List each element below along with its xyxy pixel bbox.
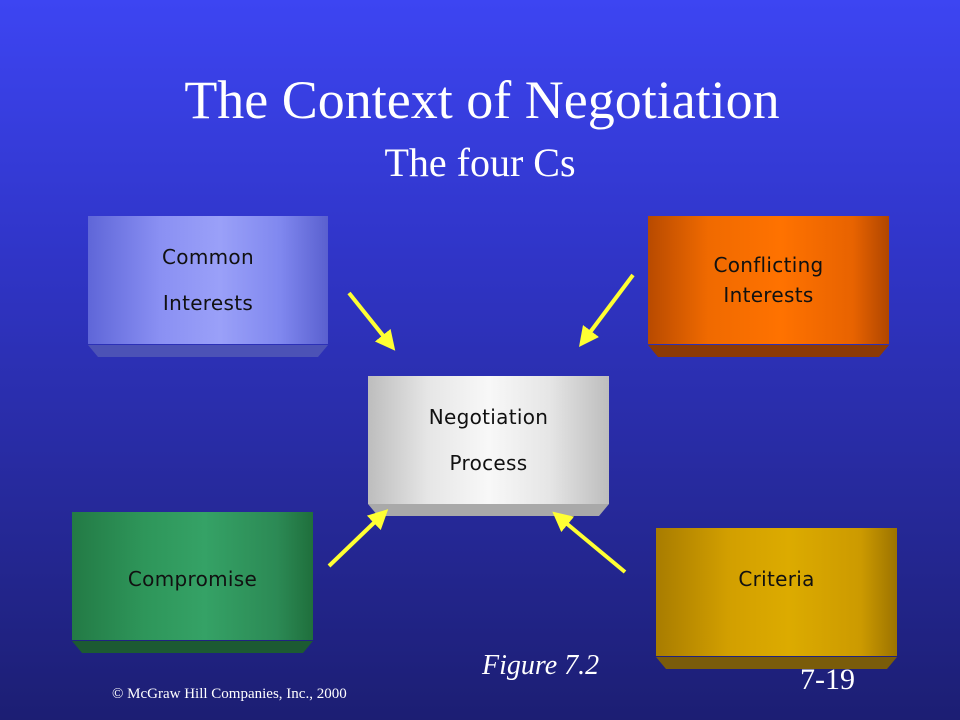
negotiation-process-box: Negotiation Process — [368, 376, 609, 516]
compromise-label: Compromise — [127, 567, 258, 591]
box-bevel — [72, 641, 313, 653]
common-interests-line-2: Interests — [162, 291, 254, 315]
conflicting-interests-line-1: Conflicting — [713, 253, 824, 277]
criteria-label: Criteria — [738, 567, 815, 591]
box-bevel — [656, 657, 897, 669]
slide-title: The Context of Negotiation — [184, 70, 780, 130]
arrow-conflicting-to-negotiation — [579, 273, 635, 347]
arrow-compromise-to-negotiation — [327, 509, 389, 568]
compromise-box: Compromise — [72, 512, 313, 653]
slide-subtitle: The four Cs — [384, 140, 576, 185]
page-number: 7-19 — [800, 663, 855, 696]
conflicting-interests-box: Conflicting Interests — [648, 216, 889, 357]
box-bevel — [368, 504, 609, 516]
conflicting-interests-line-2: Interests — [723, 283, 814, 307]
common-interests-line-1: Common — [162, 245, 254, 269]
box-bevel — [88, 345, 328, 357]
figure-label: Figure 7.2 — [482, 650, 600, 681]
arrow-common-to-negotiation — [347, 291, 396, 351]
arrow-criteria-to-negotiation — [552, 511, 627, 574]
criteria-box: Criteria — [656, 528, 897, 669]
negotiation-process-line-1: Negotiation — [428, 405, 549, 429]
negotiation-process-line-2: Process — [449, 451, 528, 475]
copyright-notice: © McGraw Hill Companies, Inc., 2000 — [112, 686, 347, 702]
box-bevel — [648, 345, 889, 357]
common-interests-box: Common Interests — [88, 216, 328, 357]
